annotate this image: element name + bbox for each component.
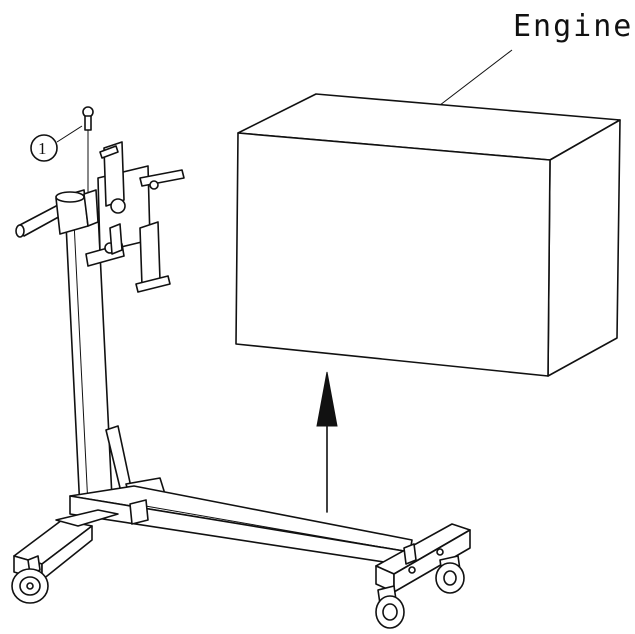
engine-label: Engine: [513, 9, 633, 44]
right-rear-caster-wheel: [435, 555, 465, 594]
callout-leader-line: [56, 125, 83, 143]
callout-1: 1: [30, 125, 83, 162]
right-front-caster-wheel: [375, 585, 405, 629]
right-leg: [375, 523, 471, 593]
callout-number: 1: [38, 139, 47, 158]
callout-circle: [30, 134, 58, 162]
lift-direction-arrow: [316, 371, 338, 513]
base-beam: [69, 485, 413, 567]
rotating-handle: [15, 189, 99, 238]
left-caster-wheel: [11, 568, 49, 604]
mounting-head: [85, 141, 185, 293]
engine-box: [235, 93, 621, 377]
